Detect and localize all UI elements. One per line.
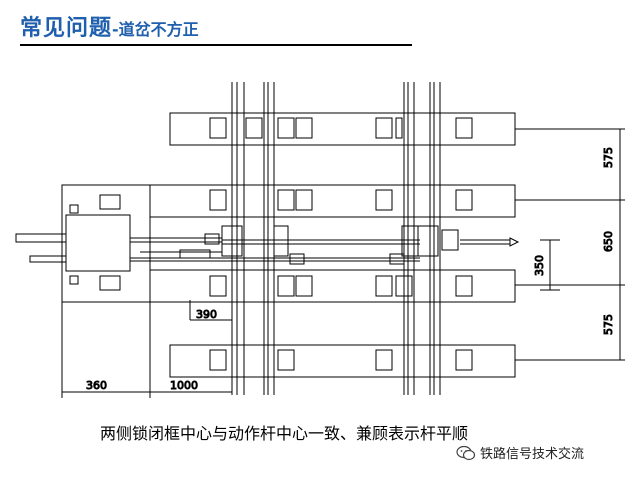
caption: 两侧锁闭框中心与动作杆中心一致、兼顾表示杆平顺	[100, 424, 469, 443]
dim-right-top: 575	[602, 147, 615, 168]
sleepers	[149, 112, 516, 378]
dim-inner: 350	[533, 255, 546, 276]
watermark: 铁路信号技术交流	[456, 443, 584, 462]
dimension-lines: 575 650 575 350 390 360 1000	[61, 128, 625, 398]
rods	[15, 233, 520, 263]
dim-bottom-left-b: 360	[86, 379, 107, 392]
title-main: 常见问题	[20, 16, 113, 41]
page-title: 常见问题-道岔不方正	[20, 10, 199, 42]
title-underline	[20, 44, 412, 46]
title-sub: -道岔不方正	[112, 20, 199, 39]
dim-right-bottom: 575	[602, 314, 615, 335]
wechat-icon	[456, 445, 476, 460]
sleeper-3	[149, 269, 516, 303]
switch-machine	[61, 184, 205, 303]
dim-bottom-left-a: 390	[196, 308, 217, 321]
locking-frames	[179, 225, 459, 265]
rails	[231, 82, 441, 395]
watermark-text: 铁路信号技术交流	[480, 447, 585, 462]
dim-bottom-left-c: 1000	[170, 379, 198, 392]
rail-clips	[209, 117, 473, 371]
dim-right-mid: 650	[602, 231, 615, 252]
sleeper-4	[169, 344, 516, 378]
